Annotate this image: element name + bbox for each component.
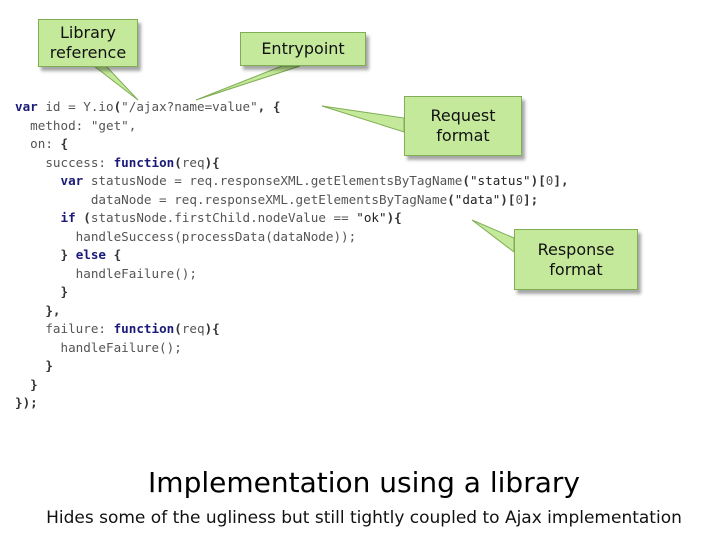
code-line-10: handleFailure();	[15, 265, 197, 281]
code-text: statusNode = req.responseXML.getElements…	[83, 173, 463, 188]
code-text: failure:	[15, 321, 114, 336]
code-line-3: on: {	[15, 136, 68, 151]
code-line-17: });	[15, 395, 38, 410]
keyword-if: if	[60, 210, 76, 225]
punct: }	[60, 247, 69, 262]
code-line-5: var statusNode = req.responseXML.getElem…	[15, 173, 569, 188]
keyword-function: function	[113, 321, 175, 336]
keyword-var: var	[60, 173, 84, 188]
code-text: 0	[545, 173, 554, 188]
punct: ];	[523, 191, 539, 207]
code-line-4: success: function(req){	[15, 154, 220, 170]
string-literal: "data"	[454, 191, 501, 207]
keyword-else: else	[75, 247, 107, 262]
punct: (	[462, 173, 470, 188]
code-line-2: method: "get",	[15, 117, 137, 133]
code-line-12: },	[15, 302, 61, 318]
code-text: id = Y.io	[37, 99, 114, 114]
punct: ],	[553, 173, 569, 188]
callout-label: Request format	[430, 106, 496, 145]
code-line-14: handleFailure();	[15, 339, 182, 355]
code-line-7: if (statusNode.firstChild.nodeValue == "…	[15, 210, 402, 225]
code-text: statusNode.firstChild.nodeValue ==	[90, 210, 357, 225]
code-text: success:	[15, 154, 114, 170]
punct: {	[60, 136, 69, 151]
punct: {	[113, 247, 122, 262]
code-text: dataNode = req.responseXML.getElementsBy…	[15, 191, 448, 207]
punct: ){	[386, 210, 402, 225]
request-format-callout: Request format	[404, 96, 522, 156]
punct: (	[447, 191, 455, 207]
punct: (	[83, 210, 91, 225]
library-pointer	[92, 65, 139, 101]
slide-title: Implementation using a library	[148, 466, 580, 499]
code-line-11: }	[15, 284, 69, 299]
entrypoint-pointer	[195, 65, 301, 101]
code-line-15: }	[15, 358, 53, 373]
punct: (	[174, 321, 182, 336]
code-text: on:	[15, 136, 61, 151]
punct: )[	[530, 173, 546, 188]
callout-label: Library reference	[49, 23, 127, 62]
code-text: req	[181, 154, 205, 170]
keyword-function: function	[113, 154, 175, 170]
keyword-var: var	[15, 99, 38, 114]
punct: )[	[500, 191, 516, 207]
punct: , {	[257, 99, 281, 114]
punct: (	[174, 154, 182, 170]
code-line-9: } else {	[15, 247, 122, 262]
code-listing: var id = Y.io("/ajax?name=value", { meth…	[15, 98, 569, 413]
code-text: 0	[515, 191, 524, 207]
callout-label: Response format	[537, 239, 615, 279]
punct: (	[113, 99, 122, 114]
code-text	[15, 247, 61, 262]
entrypoint-callout: Entrypoint	[240, 32, 366, 66]
code-line-13: failure: function(req){	[15, 321, 220, 336]
code-line-8: handleSuccess(processData(dataNode));	[15, 228, 357, 244]
string-literal: "/ajax?name=value"	[121, 99, 258, 114]
slide-subtitle: Hides some of the ugliness but still tig…	[46, 508, 682, 528]
code-line-16: }	[15, 376, 38, 392]
string-literal: "status"	[469, 173, 531, 188]
punct: ){	[204, 154, 220, 170]
code-text: req	[181, 321, 205, 336]
library-reference-callout: Library reference	[38, 19, 138, 67]
string-literal: "ok"	[356, 210, 387, 225]
punct: ){	[204, 321, 220, 336]
callout-label: Entrypoint	[261, 39, 345, 58]
response-format-callout: Response format	[514, 229, 638, 290]
code-line-1: var id = Y.io("/ajax?name=value", {	[15, 99, 280, 114]
code-line-6: dataNode = req.responseXML.getElementsBy…	[15, 192, 538, 207]
